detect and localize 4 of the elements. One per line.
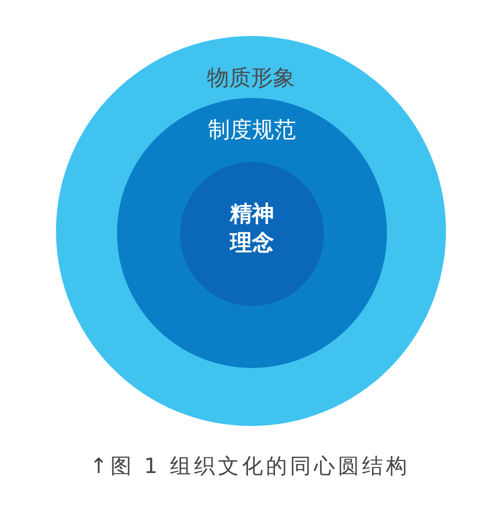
circle-label: 物质形象 bbox=[206, 65, 296, 93]
circle-label: 精神理念 bbox=[228, 201, 275, 258]
caption: ↑图 1 组织文化的同心圆结构 bbox=[88, 453, 412, 480]
circle-label: 制度规范 bbox=[207, 117, 297, 145]
